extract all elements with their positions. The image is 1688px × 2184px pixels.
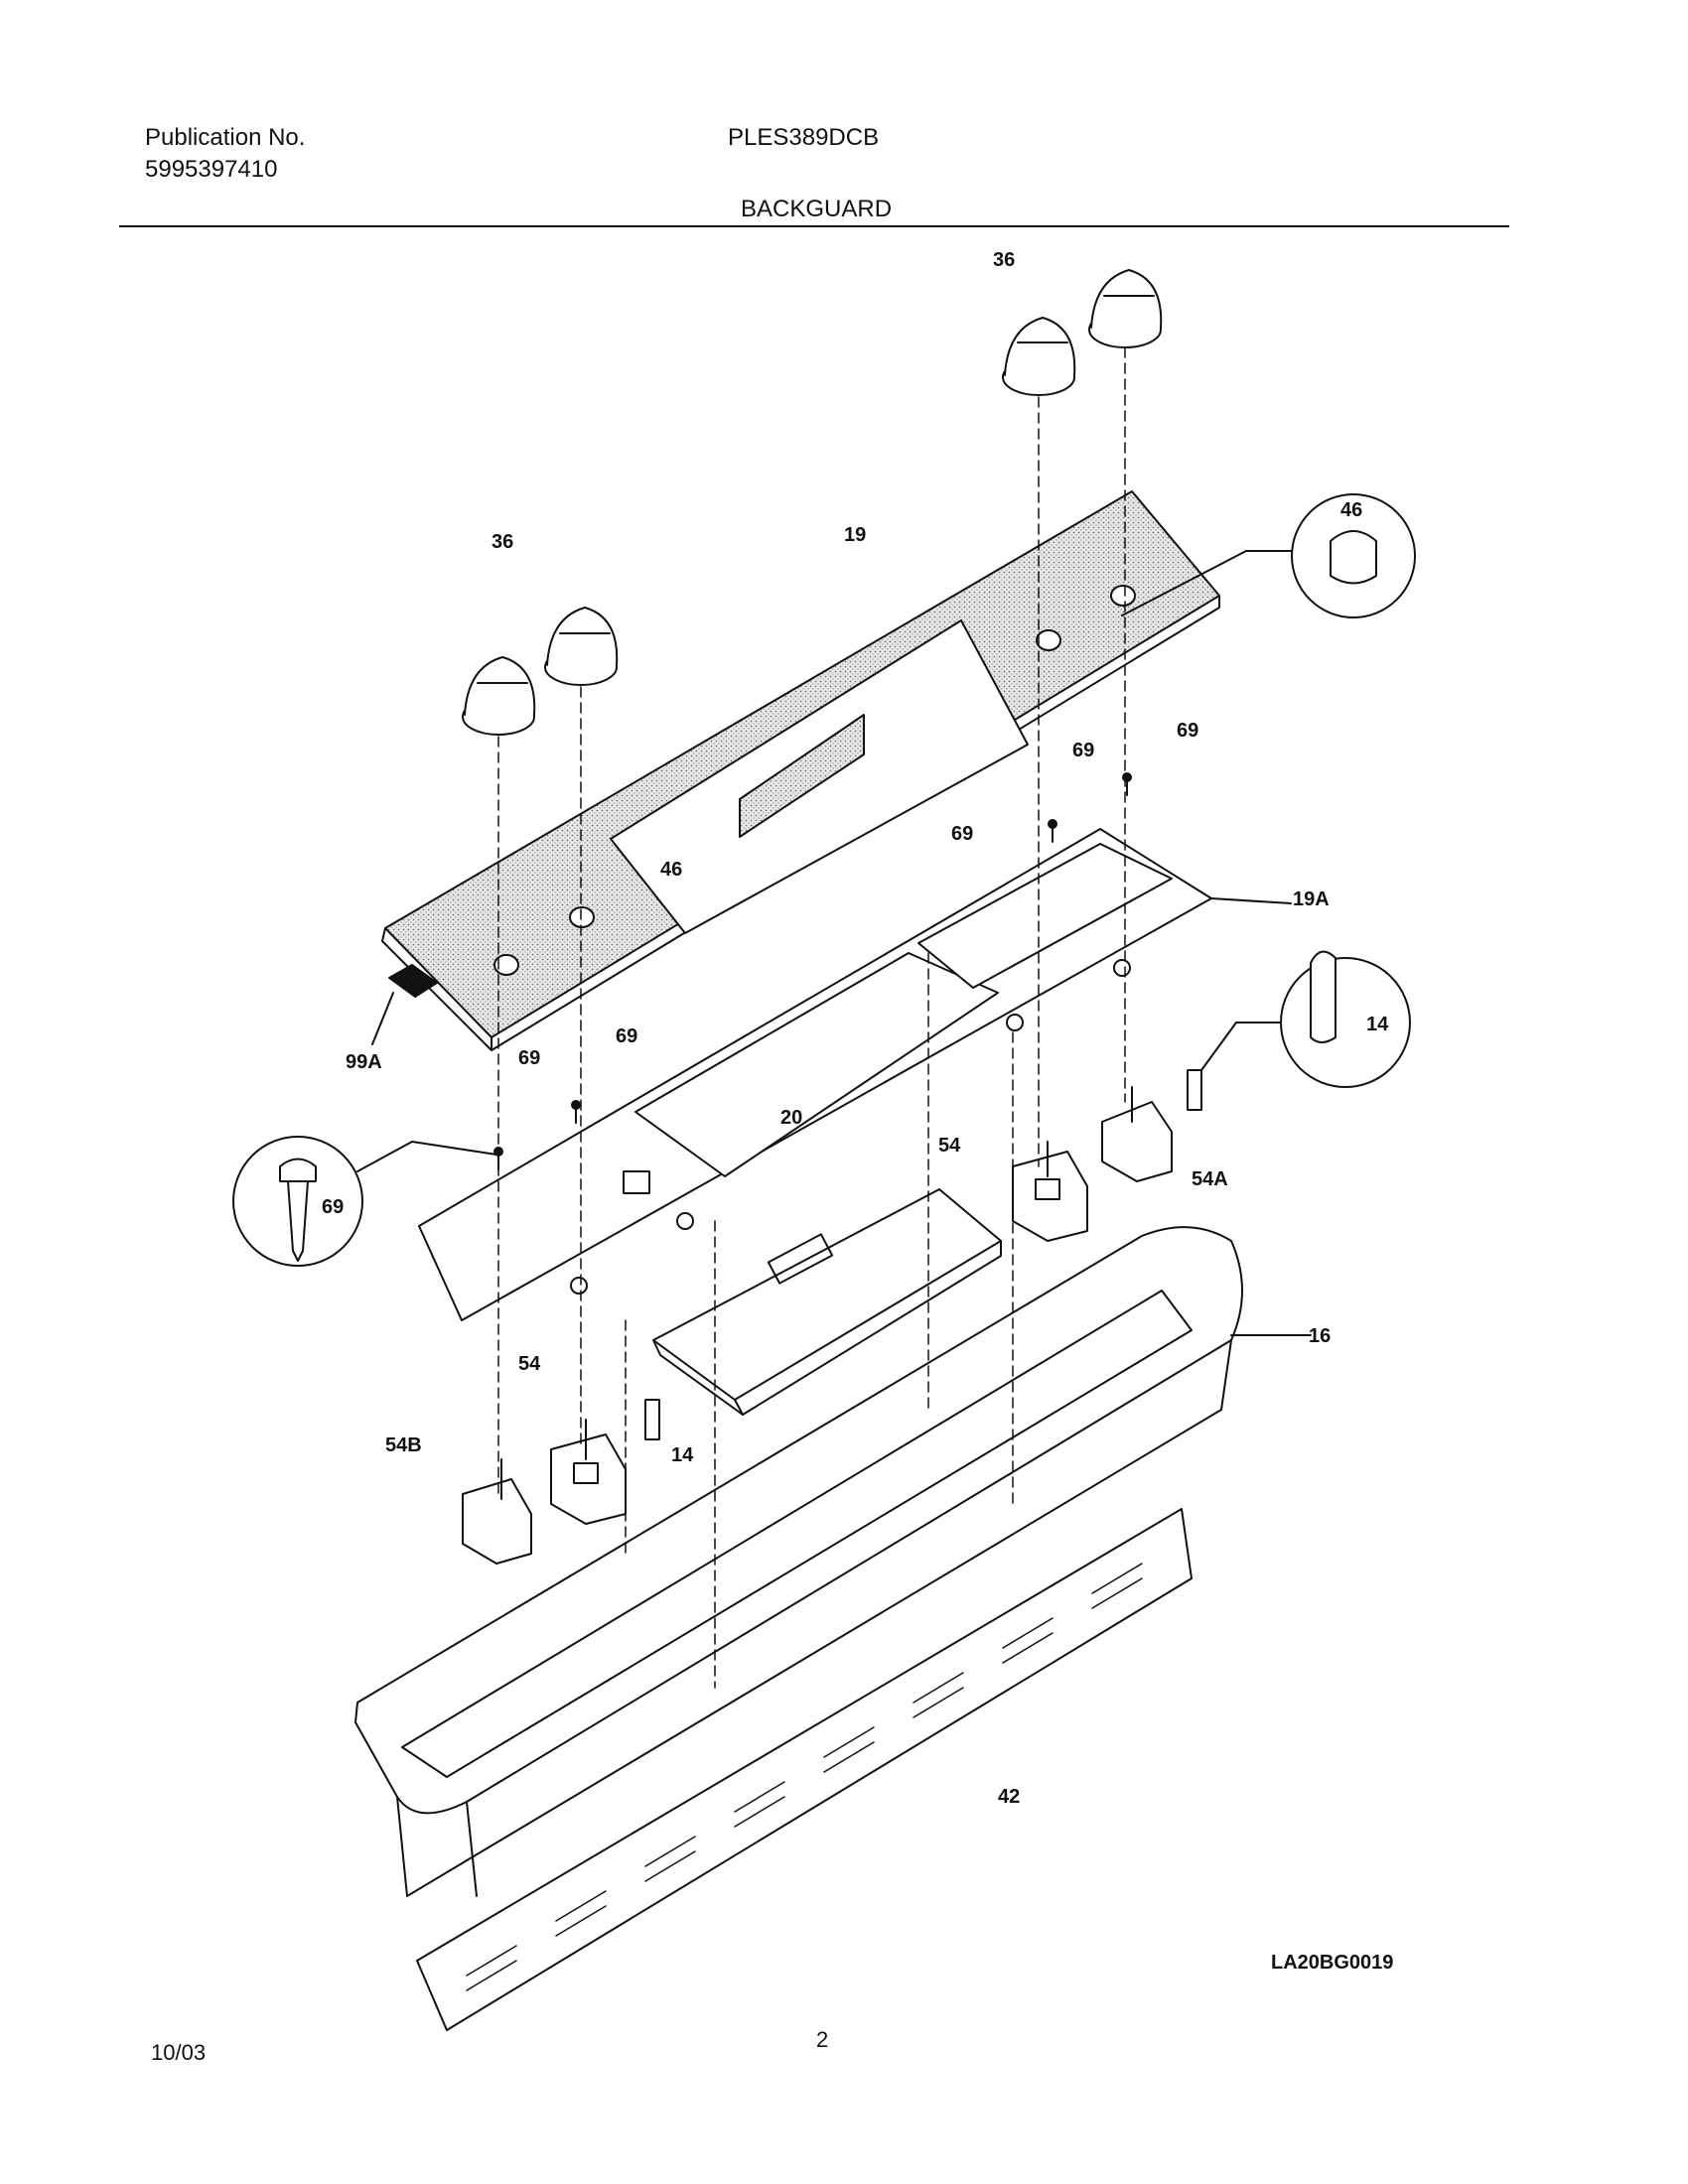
- callout-14: 14: [671, 1444, 694, 1466]
- vented-trim-part-42: [416, 1508, 1193, 2031]
- model-number: PLES389DCB: [728, 124, 880, 151]
- callout-69: 69: [1177, 720, 1198, 742]
- callout-46: 46: [660, 859, 682, 881]
- switch-part-54: [1012, 1141, 1088, 1242]
- control-panel-part-19: [381, 490, 1220, 1051]
- callout-69: 69: [951, 823, 973, 845]
- callout-69: 69: [322, 1196, 344, 1218]
- switch-part-54a: [1101, 1086, 1173, 1182]
- callout-54b: 54B: [385, 1434, 422, 1456]
- callout-14: 14: [1366, 1014, 1389, 1035]
- callout-54: 54: [938, 1135, 961, 1157]
- detail-circle-part-14: [1200, 950, 1411, 1088]
- assembly-lines: [497, 346, 1126, 1689]
- screw-part-69: [1048, 819, 1057, 843]
- lamp-part-14: [644, 1399, 660, 1440]
- callout-54a: 54A: [1192, 1168, 1228, 1190]
- detail-circle-part-46: [1121, 493, 1416, 618]
- drawing-id: LA20BG0019: [1271, 1952, 1394, 1974]
- knob-part-36: [1002, 317, 1076, 396]
- callout-36: 36: [492, 531, 513, 553]
- knob-part-36: [1088, 269, 1163, 348]
- switch-part-54: [550, 1419, 627, 1525]
- callout-99a: 99A: [346, 1051, 382, 1073]
- knob-part-36: [544, 607, 619, 686]
- screw-part-69: [1122, 772, 1132, 796]
- callout-69: 69: [616, 1025, 637, 1047]
- strip-part-99a: [371, 964, 438, 1045]
- callout-20: 20: [780, 1107, 802, 1129]
- callout-42: 42: [998, 1786, 1020, 1808]
- header-rule: [119, 225, 1509, 227]
- callout-19: 19: [844, 524, 866, 546]
- control-board-part-20: [652, 1188, 1002, 1416]
- callout-labels: 36 36 46 19 46 69 69 69 19A 14 99A 69 69…: [322, 249, 1389, 1808]
- publication-number: 5995397410: [145, 156, 278, 183]
- callout-19a: 19A: [1293, 888, 1330, 910]
- lamp-part-14: [1187, 1069, 1202, 1111]
- callout-36: 36: [993, 249, 1015, 271]
- callout-69: 69: [1072, 740, 1094, 761]
- callout-16: 16: [1309, 1325, 1331, 1347]
- knob-part-36: [462, 656, 536, 736]
- callout-46: 46: [1340, 499, 1362, 521]
- callout-69: 69: [518, 1047, 540, 1069]
- page-number: 2: [816, 2027, 829, 2052]
- publication-date: 10/03: [151, 2040, 207, 2065]
- detail-circle-part-69: [232, 1136, 497, 1267]
- publication-label: Publication No.: [145, 124, 306, 151]
- section-title: BACKGUARD: [741, 196, 893, 222]
- bracket-part-19a: [418, 828, 1292, 1321]
- backguard-frame-part-16: [354, 1226, 1312, 1897]
- callout-54: 54: [518, 1353, 541, 1375]
- screw-part-69: [571, 1100, 581, 1124]
- switch-part-54b: [462, 1458, 532, 1565]
